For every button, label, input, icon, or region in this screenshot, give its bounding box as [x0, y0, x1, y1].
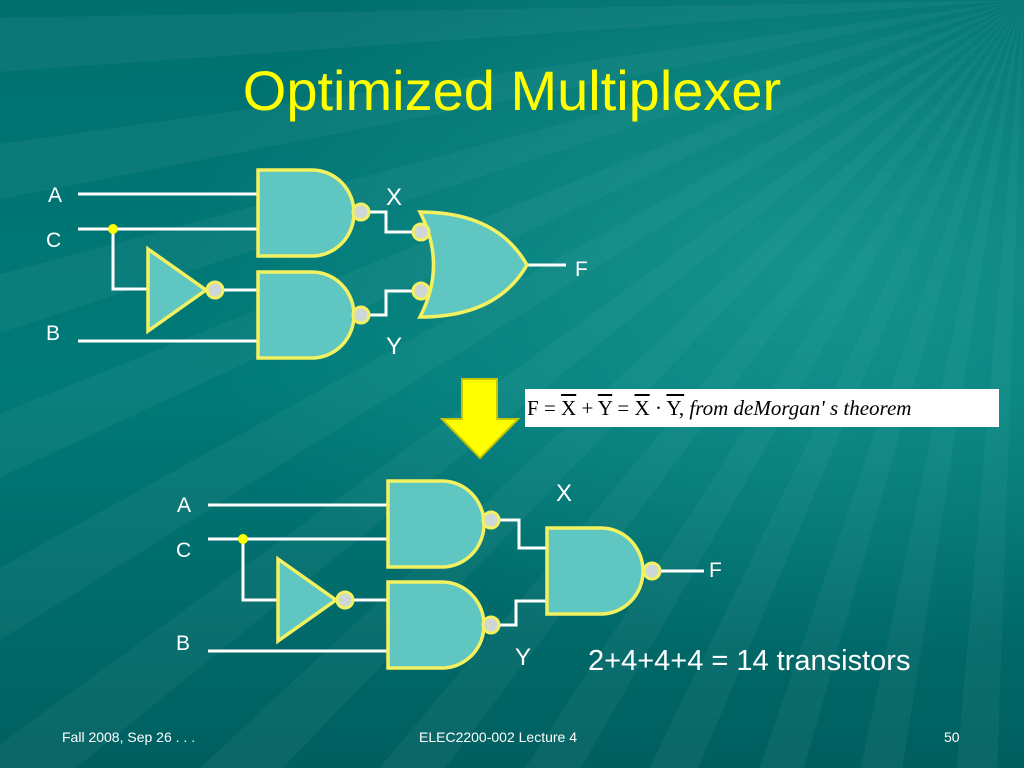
slide-title: Optimized Multiplexer: [242, 59, 782, 122]
equation-y-bar: Y: [597, 396, 613, 420]
top-circuit: A C B X Y F: [46, 168, 588, 360]
label-b-bottom: B: [176, 632, 190, 655]
nand-gate-y-bottom: [386, 580, 486, 670]
inverter-gate-top: [146, 245, 210, 335]
label-f-bottom: F: [709, 559, 722, 582]
equation-f: F: [527, 396, 539, 420]
inversion-bubble-y-top: [351, 305, 371, 325]
wire-x-bottom: [499, 518, 547, 550]
wire-y-bottom: [499, 599, 547, 627]
inversion-bubble-or-in2-top: [411, 281, 431, 301]
equation-x-bar: X: [561, 396, 577, 420]
junction-dot-top: [108, 224, 118, 234]
label-f-top: F: [575, 258, 588, 281]
nand-gate-y-top: [256, 270, 356, 360]
label-y-bottom: Y: [515, 644, 531, 671]
footer-course: ELEC2200-002 Lecture 4: [419, 729, 577, 745]
inversion-bubble-inverter-top: [205, 280, 225, 300]
nand-gate-f-bottom: [545, 526, 645, 616]
wire-c-to-inverter-top: [111, 229, 148, 291]
label-b-top: B: [46, 322, 60, 345]
nand-gate-x-top: [256, 168, 356, 258]
junction-dot-bottom: [238, 534, 248, 544]
equation-y-bar-product: Y,: [666, 396, 685, 420]
down-arrow-icon: [439, 378, 521, 460]
footer-page-number: 50: [944, 729, 960, 745]
equation-note: from deMorgan' s theorem: [689, 396, 912, 420]
inversion-bubble-x-top: [351, 202, 371, 222]
inversion-bubble-or-in1-top: [411, 222, 431, 242]
label-a-top: A: [48, 184, 62, 207]
demorgan-equation: F = X + Y = X · Y, from deMorgan' s theo…: [525, 389, 999, 427]
wire-x-top: [369, 210, 413, 234]
nand-gate-x-bottom: [386, 479, 486, 569]
label-y-top: Y: [386, 333, 402, 360]
label-c-top: C: [46, 229, 61, 252]
wire-y-top: [369, 289, 413, 317]
equation-equals-2: =: [617, 396, 630, 420]
label-c-bottom: C: [176, 539, 191, 562]
inversion-bubble-f-bottom: [642, 561, 662, 581]
transistor-count: 2+4+4+4 = 14 transistors: [588, 645, 911, 677]
or-gate-top: [417, 210, 530, 319]
inversion-bubble-inverter-bottom: [335, 590, 355, 610]
inversion-bubble-x-bottom: [481, 510, 501, 530]
footer-date: Fall 2008, Sep 26 . . .: [62, 729, 196, 745]
equation-dot: ·: [654, 396, 662, 420]
wire-c-to-inverter-bottom: [241, 539, 278, 602]
inverter-gate-bottom: [276, 555, 340, 645]
label-a-bottom: A: [177, 494, 191, 517]
label-x-bottom: X: [556, 480, 572, 507]
equation-plus: +: [581, 396, 594, 420]
bottom-circuit: A C B X Y F: [176, 479, 722, 671]
inversion-bubble-y-bottom: [481, 615, 501, 635]
equation-x-bar-product: X: [634, 396, 650, 420]
label-x-top: X: [386, 184, 402, 211]
equation-equals-1: =: [543, 396, 556, 420]
